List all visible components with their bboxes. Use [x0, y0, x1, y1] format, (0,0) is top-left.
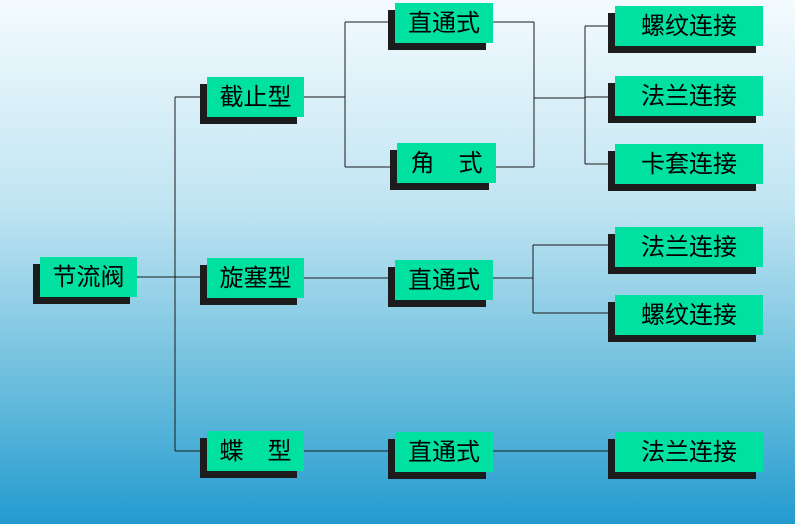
- type-node-die: 蝶 型: [207, 431, 304, 471]
- connection-node-jiezhi-falan: 法兰连接: [615, 76, 763, 116]
- form-node-jiezhi-jiao: 角 式: [397, 143, 496, 183]
- connection-node-jiezhi-luowen: 螺纹连接: [615, 6, 763, 46]
- form-node-xuansai-zhitong: 直通式: [395, 260, 493, 300]
- root-node-throttle-valve: 节流阀: [40, 257, 137, 297]
- connection-node-xuansai-luowen: 螺纹连接: [615, 295, 763, 335]
- connection-node-die-falan: 法兰连接: [615, 432, 763, 472]
- form-node-jiezhi-zhitong: 直通式: [395, 3, 493, 43]
- connection-node-jiezhi-katao: 卡套连接: [615, 144, 763, 184]
- type-node-jiezhi: 截止型: [207, 77, 304, 117]
- connection-node-xuansai-falan: 法兰连接: [615, 227, 763, 267]
- form-node-die-zhitong: 直通式: [395, 432, 493, 472]
- type-node-xuansai: 旋塞型: [207, 258, 304, 298]
